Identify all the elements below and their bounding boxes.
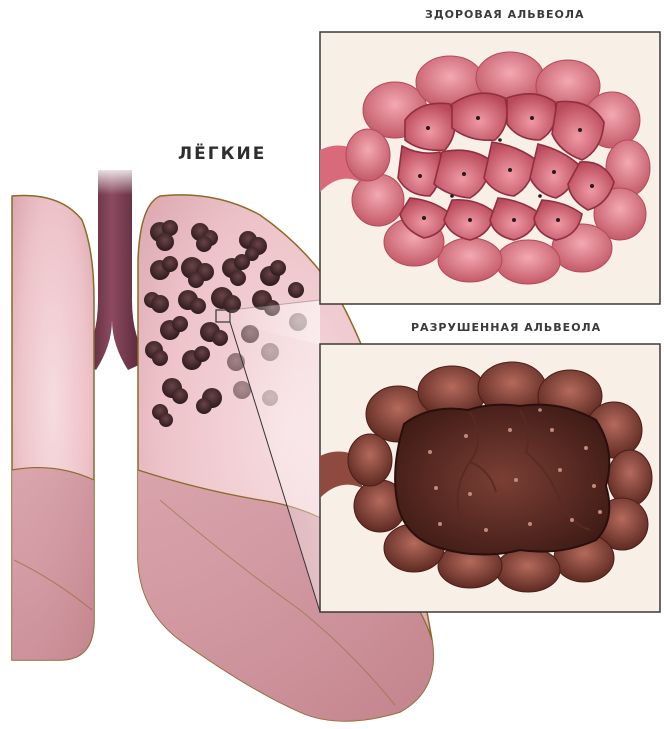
healthy-alveolus-label: ЗДОРОВАЯ АЛЬВЕОЛА bbox=[425, 8, 585, 21]
destroyed-alveolus-panel bbox=[320, 344, 660, 612]
lungs-label: ЛЁГКИЕ bbox=[178, 144, 266, 164]
destroyed-alveolus-label: РАЗРУШЕННАЯ АЛЬВЕОЛА bbox=[411, 321, 601, 334]
healthy-alveolus-panel bbox=[320, 32, 660, 304]
left-lung bbox=[12, 196, 94, 661]
